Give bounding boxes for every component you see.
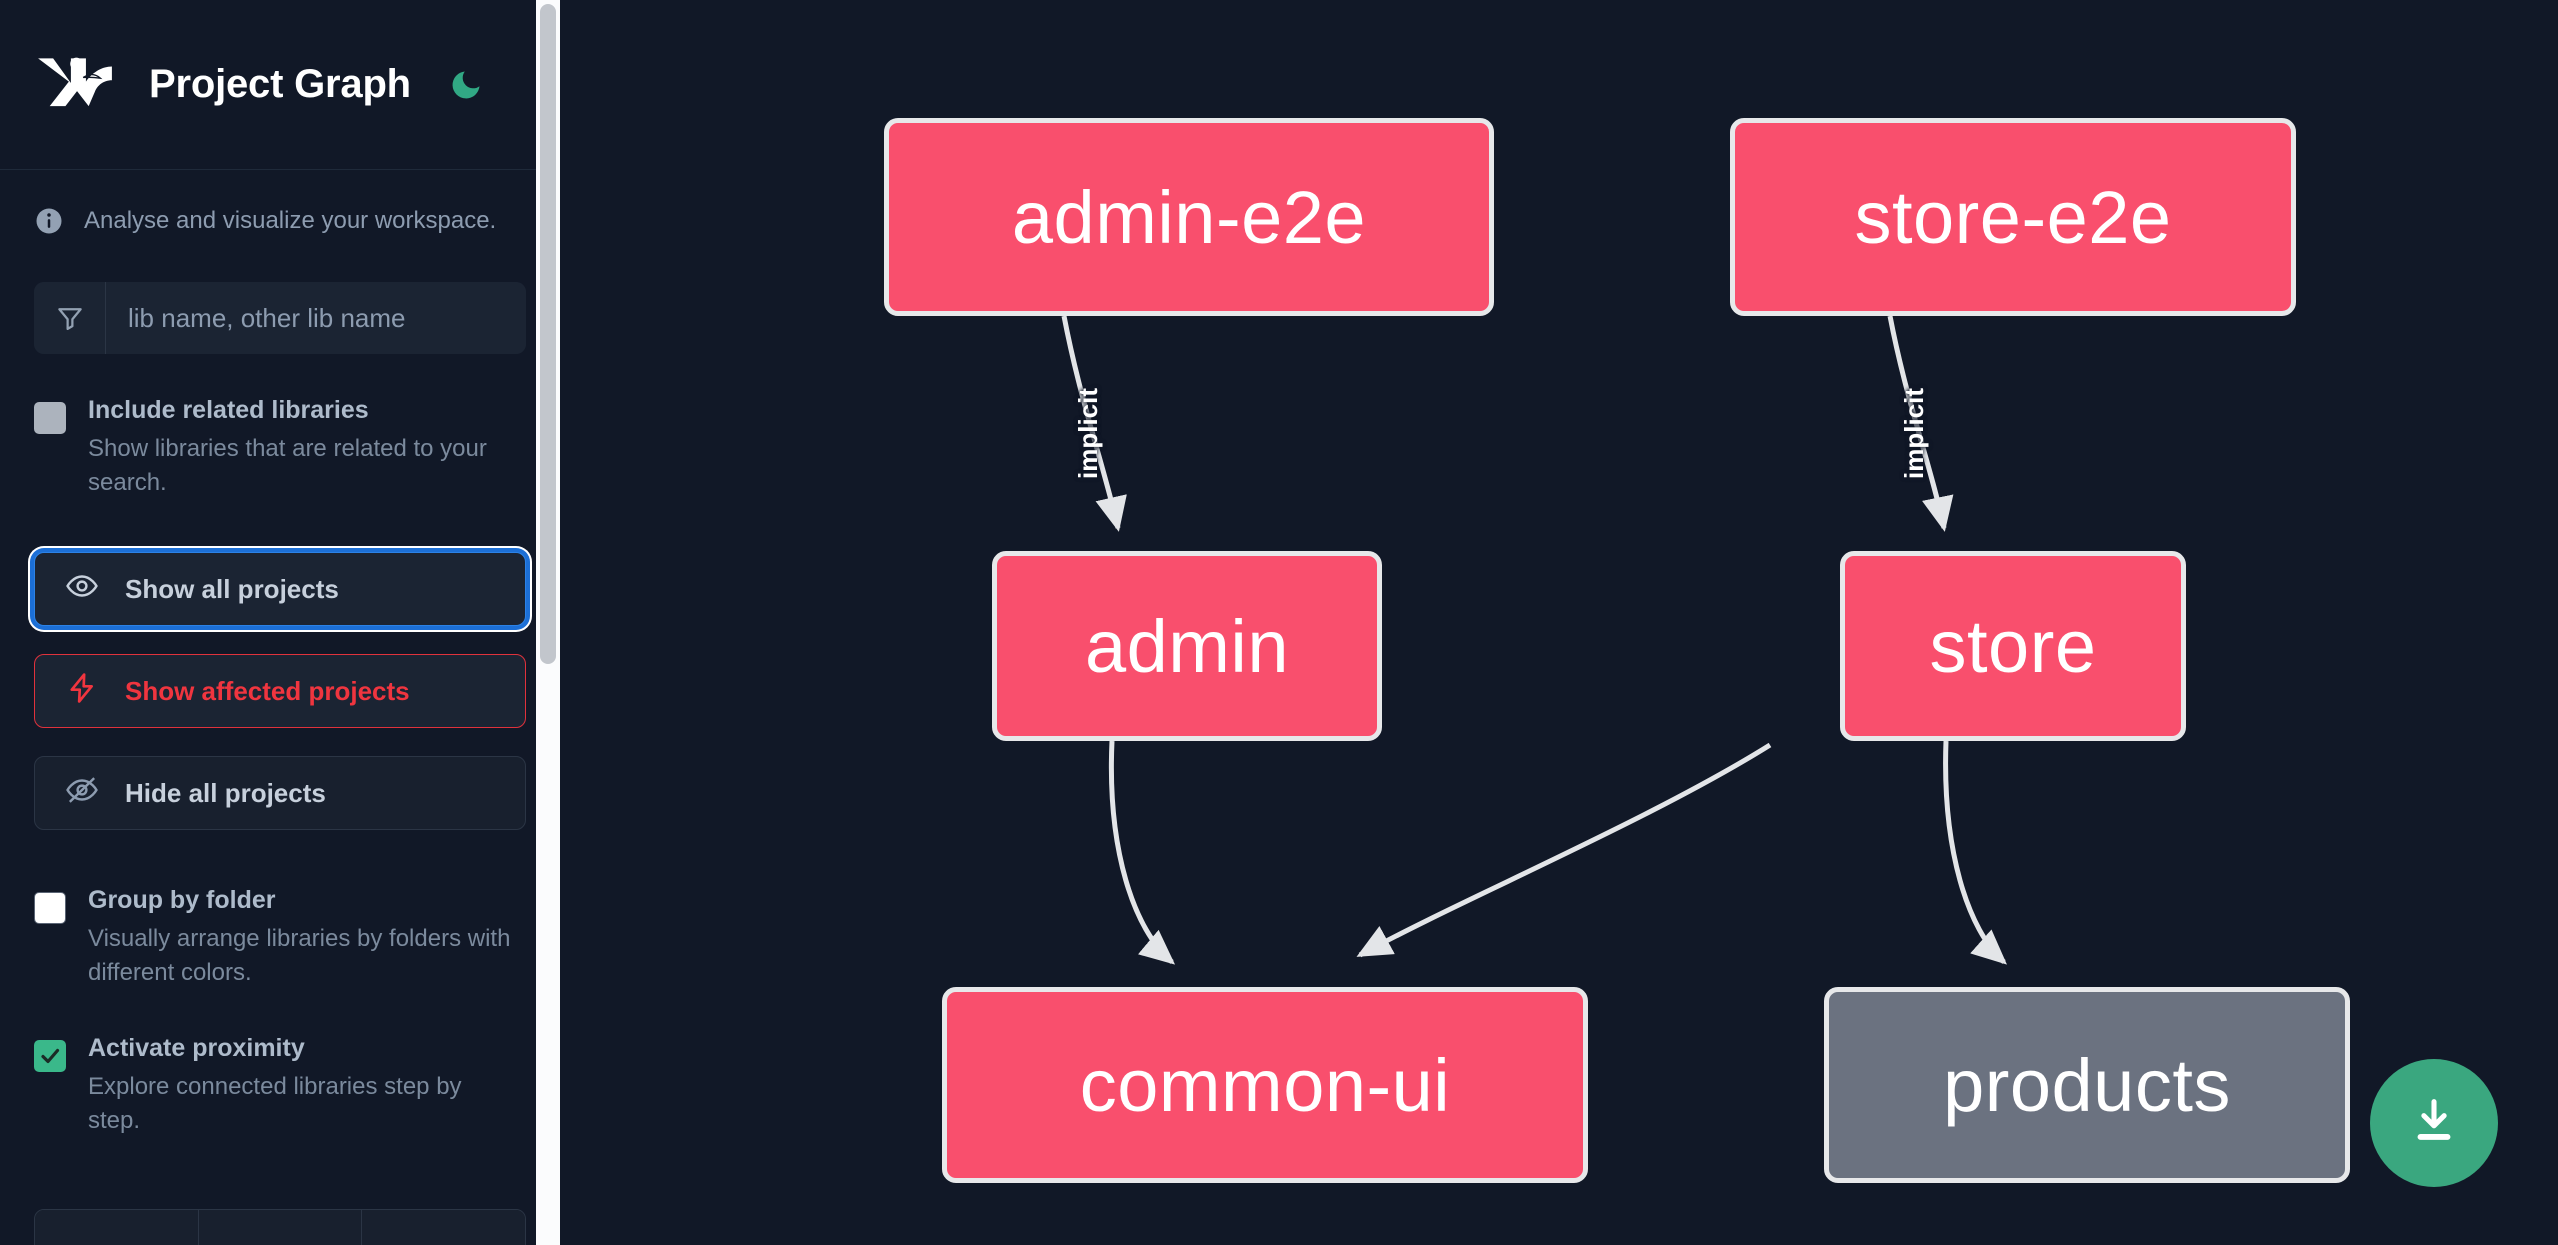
graph-node-label: store bbox=[1929, 604, 2097, 688]
download-icon bbox=[2405, 1092, 2463, 1155]
edge-label-implicit-admin: implicit bbox=[1073, 388, 1104, 479]
edge-label-text: implicit bbox=[1899, 387, 1930, 480]
sidebar-scroll-area[interactable]: Project Graph Analyse and visualize yo bbox=[0, 0, 560, 1245]
graph-node-label: products bbox=[1943, 1043, 2231, 1127]
checkbox-label: Group by folder bbox=[88, 886, 276, 915]
checkbox-description: Show libraries that are related to your … bbox=[88, 435, 487, 497]
checkbox-include-related-libraries[interactable]: Include related libraries Show libraries… bbox=[0, 396, 560, 500]
show-affected-projects-button[interactable]: Show affected projects bbox=[34, 654, 526, 729]
graph-edges bbox=[1061, 315, 2007, 965]
checkbox-indicator[interactable] bbox=[34, 402, 66, 434]
checkbox-label: Activate proximity bbox=[88, 1034, 305, 1063]
workspace-info: Analyse and visualize your workspace. bbox=[0, 170, 560, 236]
funnel-filter-icon[interactable] bbox=[34, 282, 106, 354]
nx-logo-icon bbox=[34, 54, 116, 116]
checkbox-group-by-folder[interactable]: Group by folder Visually arrange librari… bbox=[0, 886, 560, 990]
project-visibility-buttons: Show all projects Show affected projects bbox=[0, 552, 560, 831]
edge-label-implicit-store: implicit bbox=[1899, 388, 1930, 479]
search-input[interactable] bbox=[106, 282, 526, 354]
checkbox-label: Include related libraries bbox=[88, 396, 369, 424]
checkbox-description: Explore connected libraries step by step… bbox=[88, 1073, 462, 1135]
graph-node-store[interactable]: store bbox=[1840, 551, 2186, 741]
lightning-bolt-icon bbox=[65, 671, 99, 712]
graph-node-label: admin bbox=[1084, 604, 1290, 688]
workspace-info-text: Analyse and visualize your workspace. bbox=[84, 207, 497, 234]
edge-admin-e2e-admin bbox=[1061, 315, 1127, 532]
graph-node-common-ui[interactable]: common-ui bbox=[942, 987, 1588, 1183]
sidebar-scrollbar-thumb[interactable] bbox=[540, 4, 556, 664]
graph-node-store-e2e[interactable]: store-e2e bbox=[1730, 118, 2296, 316]
checkbox-text-group: Group by folder Visually arrange librari… bbox=[88, 886, 518, 990]
edge-store-common-ui bbox=[1356, 742, 1772, 958]
sidebar-scrollbar[interactable] bbox=[536, 0, 560, 1245]
graph-node-label: admin-e2e bbox=[1011, 175, 1367, 259]
show-all-projects-label: Show all projects bbox=[125, 573, 339, 604]
graph-node-label: store-e2e bbox=[1854, 175, 2172, 259]
filter-bar bbox=[34, 282, 526, 354]
eye-icon bbox=[65, 569, 99, 610]
download-image-button[interactable] bbox=[2370, 1059, 2498, 1187]
bottom-group-item[interactable] bbox=[198, 1210, 363, 1245]
graph-node-label: common-ui bbox=[1079, 1043, 1451, 1127]
edge-store-e2e-store bbox=[1887, 315, 1954, 532]
graph-node-admin[interactable]: admin bbox=[992, 551, 1382, 741]
eye-off-icon bbox=[65, 773, 99, 814]
checkbox-indicator[interactable] bbox=[34, 892, 66, 925]
hide-all-projects-button[interactable]: Hide all projects bbox=[34, 756, 526, 831]
graph-node-admin-e2e[interactable]: admin-e2e bbox=[884, 118, 1494, 316]
bottom-button-group[interactable] bbox=[34, 1209, 526, 1245]
hide-all-projects-label: Hide all projects bbox=[125, 777, 326, 808]
sidebar: Project Graph Analyse and visualize yo bbox=[0, 0, 560, 1245]
checkbox-description: Visually arrange libraries by folders wi… bbox=[88, 925, 511, 987]
sidebar-header: Project Graph bbox=[0, 0, 560, 170]
checkbox-activate-proximity[interactable]: Activate proximity Explore connected lib… bbox=[0, 1034, 560, 1138]
moon-icon[interactable] bbox=[443, 62, 489, 108]
checkbox-text-group: Include related libraries Show libraries… bbox=[88, 396, 518, 500]
edge-label-text: implicit bbox=[1073, 387, 1104, 480]
checkbox-indicator[interactable] bbox=[34, 1040, 66, 1073]
info-circle-icon bbox=[34, 206, 64, 236]
graph-node-products[interactable]: products bbox=[1824, 987, 2350, 1183]
bottom-group-item[interactable] bbox=[35, 1210, 199, 1245]
page-title: Project Graph bbox=[149, 62, 411, 106]
show-all-projects-button[interactable]: Show all projects bbox=[34, 552, 526, 627]
show-affected-projects-label: Show affected projects bbox=[125, 675, 410, 706]
graph-canvas[interactable]: admin-e2e store-e2e admin store common-u… bbox=[560, 0, 2558, 1245]
checkbox-text-group: Activate proximity Explore connected lib… bbox=[88, 1034, 518, 1138]
edge-admin-common-ui bbox=[1108, 740, 1176, 965]
edge-store-products bbox=[1943, 740, 2007, 965]
bottom-group-item[interactable] bbox=[362, 1210, 525, 1245]
